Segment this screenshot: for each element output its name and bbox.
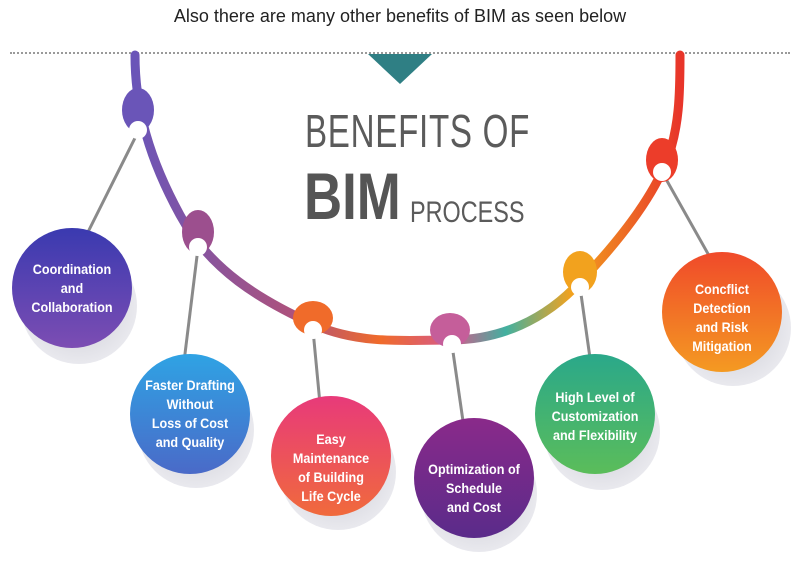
benefit-2-line-3: Loss of Cost bbox=[151, 415, 229, 431]
benefit-5-line-1: High Level of bbox=[555, 388, 635, 405]
benefit-4-line-2: Schedule bbox=[445, 479, 502, 496]
teal-triangle-marker bbox=[368, 54, 432, 84]
node-bulge-4 bbox=[430, 313, 470, 347]
benefit-circle-5 bbox=[535, 354, 655, 474]
benefit-6-line-4: Mitigation bbox=[692, 338, 752, 354]
node-dot-6 bbox=[653, 163, 671, 181]
benefit-1-line-2: and bbox=[60, 279, 84, 296]
benefit-label-5: High Level of Customization and Flexibil… bbox=[546, 380, 645, 452]
benefit-6-line-1: Concflict bbox=[695, 281, 749, 297]
connector-line-2 bbox=[181, 247, 200, 371]
node-dot-1 bbox=[129, 121, 147, 139]
connector-line-6 bbox=[660, 171, 718, 269]
benefit-3-line-3: of Building bbox=[298, 469, 364, 485]
benefit-3-line-2: Maintenance bbox=[292, 450, 370, 466]
benefit-label-4: Optimization of Schedule and Cost bbox=[425, 452, 524, 524]
node-bulge-5 bbox=[563, 251, 597, 293]
connector-line-3 bbox=[311, 329, 322, 405]
timeline-curve bbox=[130, 50, 685, 346]
node-bulge-1 bbox=[122, 88, 154, 132]
title-big: BIM bbox=[304, 159, 401, 233]
benefit-2-line-2: Without bbox=[166, 396, 214, 412]
intro-text: Also there are many other benefits of BI… bbox=[173, 6, 627, 26]
connector-line-4 bbox=[450, 344, 466, 429]
benefit-4-line-3: and Cost bbox=[447, 498, 501, 515]
benefit-1-line-1: Coordination bbox=[32, 260, 112, 277]
benefit-5-line-3: and Flexibility bbox=[552, 426, 638, 443]
benefit-3-line-1: Easy bbox=[316, 431, 346, 447]
benefit-5-line-2: Customization bbox=[551, 407, 639, 424]
node-dot-3 bbox=[304, 321, 322, 339]
benefit-3-line-4: Life Cycle bbox=[301, 488, 361, 504]
benefit-1-line-3: Collaboration bbox=[31, 298, 113, 315]
benefit-circle-4 bbox=[414, 418, 534, 538]
node-bulge-3 bbox=[293, 301, 333, 335]
title-line1: BENEFITS OF bbox=[305, 105, 531, 157]
benefit-circle-1 bbox=[12, 228, 132, 348]
title-small: PROCESS bbox=[410, 196, 525, 229]
benefit-circle-6 bbox=[662, 252, 782, 372]
benefit-label-6: Concflict Detection and Risk Mitigation bbox=[673, 276, 772, 360]
benefit-2-line-1: Faster Drafting bbox=[145, 377, 235, 393]
benefit-2-line-4: and Quality bbox=[155, 434, 225, 450]
benefit-circle-2 bbox=[130, 354, 250, 474]
benefit-4-line-1: Optimization of bbox=[428, 460, 520, 477]
node-dot-5 bbox=[571, 278, 589, 296]
dotted-divider bbox=[10, 52, 790, 54]
node-dot-2 bbox=[189, 238, 207, 256]
benefit-label-3: Easy Maintenance of Building Life Cycle bbox=[282, 426, 381, 510]
benefit-6-line-3: and Risk bbox=[695, 319, 749, 335]
node-dot-4 bbox=[443, 335, 461, 353]
benefit-label-2: Faster Drafting Without Loss of Cost and… bbox=[141, 372, 240, 456]
connector-line-5 bbox=[578, 286, 592, 359]
benefit-circle-3 bbox=[271, 396, 391, 516]
benefit-6-line-2: Detection bbox=[693, 300, 751, 316]
connector-line-1 bbox=[83, 131, 140, 239]
benefit-label-1: Coordination and Collaboration bbox=[23, 252, 122, 324]
